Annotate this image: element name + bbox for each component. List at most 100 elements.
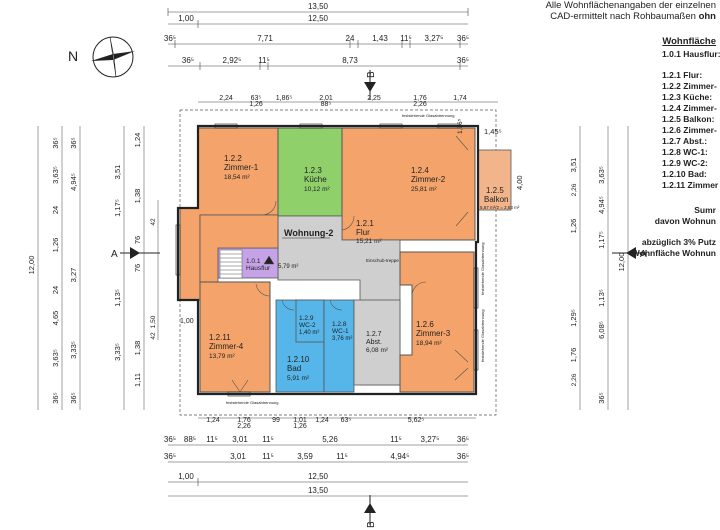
- svg-text:1.2.2: 1.2.2: [224, 154, 242, 163]
- svg-text:6,08 m²: 6,08 m²: [366, 347, 389, 354]
- svg-text:88⁵: 88⁵: [184, 435, 196, 444]
- svg-text:5,67 m²/2 = 2,83 m²: 5,67 m²/2 = 2,83 m²: [480, 205, 520, 210]
- room-labels: 1.2.2 Zimmer-1 18,54 m² 1.2.3 Küche 10,1…: [180, 113, 524, 405]
- room-wc-1: [323, 299, 355, 393]
- room-zimmer-2: [341, 127, 476, 241]
- legend-item: 1.2.1 Flur:: [662, 70, 703, 80]
- windows: [175, 123, 479, 397]
- svg-text:Zimmer-2: Zimmer-2: [411, 175, 446, 184]
- svg-text:1,45⁵: 1,45⁵: [484, 127, 502, 136]
- svg-text:1,38: 1,38: [133, 341, 142, 356]
- legend-item: 1.2.11 Zimmer: [662, 180, 719, 190]
- svg-text:1.2.9: 1.2.9: [299, 315, 314, 322]
- svg-text:12,00: 12,00: [27, 256, 36, 275]
- legend-item: 1.0.1 Hausflur:: [662, 49, 720, 59]
- svg-text:Bad: Bad: [287, 364, 301, 373]
- svg-text:5,91 m²: 5,91 m²: [287, 375, 310, 382]
- svg-text:1,50: 1,50: [150, 315, 157, 328]
- left-dimensions: 12,00 36⁵ 3,63⁵ 24 1,26 24 4,65 3,63⁵ 36…: [27, 126, 159, 410]
- svg-text:11⁵: 11⁵: [206, 435, 218, 444]
- dim-top-inner: 12,50: [308, 14, 329, 23]
- legend-item: 1.2.6 Zimmer-: [662, 125, 717, 135]
- plan-bottom-dimensions: 1,24 1,76 2,26 99 1,01 1,26 1,24 63⁵ 5,6…: [198, 417, 476, 430]
- svg-text:B: B: [366, 71, 377, 78]
- stairs: [219, 249, 275, 279]
- apartment-label: Wohnung-2: [284, 228, 333, 238]
- svg-text:3,76 m²: 3,76 m²: [332, 336, 352, 342]
- svg-text:24: 24: [51, 286, 60, 294]
- svg-text:3,51: 3,51: [569, 158, 578, 173]
- svg-text:13,79 m²: 13,79 m²: [209, 353, 235, 360]
- north-label: N: [68, 48, 78, 64]
- svg-text:36⁵: 36⁵: [164, 452, 176, 461]
- svg-text:36⁵: 36⁵: [164, 435, 176, 444]
- room-zimmer-4: [199, 281, 271, 393]
- svg-text:3,27⁵: 3,27⁵: [421, 435, 440, 444]
- svg-text:1.2.1: 1.2.1: [356, 219, 374, 228]
- dim: 1,43: [372, 34, 388, 43]
- legend-abzug: abzüglich 3% Putz: [641, 237, 716, 247]
- svg-text:1,26: 1,26: [293, 423, 307, 430]
- outer-walls: [176, 124, 480, 396]
- svg-text:A: A: [640, 249, 647, 260]
- svg-text:feststehende Glasabtrennung: feststehende Glasabtrennung: [480, 243, 485, 295]
- room-kueche: [277, 127, 343, 217]
- legend-heading: Wohnfläche: [662, 36, 716, 47]
- svg-text:2,26: 2,26: [571, 183, 578, 196]
- svg-text:99: 99: [272, 417, 280, 424]
- svg-text:3,33⁵: 3,33⁵: [113, 343, 122, 361]
- svg-text:36⁵: 36⁵: [69, 137, 78, 148]
- svg-text:1,76: 1,76: [413, 95, 427, 102]
- svg-text:Zimmer-3: Zimmer-3: [416, 329, 451, 338]
- top-dimensions: 13,50 1,00 12,50 36⁵ 7,71 24 1,43 11⁵ 3,…: [164, 2, 469, 70]
- svg-text:42: 42: [150, 218, 157, 226]
- svg-text:1,24: 1,24: [315, 417, 329, 424]
- svg-text:1.2.10: 1.2.10: [287, 355, 310, 364]
- svg-text:2,01: 2,01: [319, 95, 333, 102]
- svg-text:1,26: 1,26: [569, 219, 578, 234]
- svg-text:Flur: Flur: [356, 228, 370, 237]
- svg-text:3,63⁵: 3,63⁵: [51, 166, 60, 184]
- svg-text:2,26: 2,26: [413, 101, 427, 108]
- svg-text:4,94⁵: 4,94⁵: [69, 173, 78, 191]
- svg-text:76: 76: [133, 236, 142, 244]
- svg-text:Abst.: Abst.: [366, 339, 382, 346]
- svg-text:12,50: 12,50: [308, 472, 329, 481]
- svg-text:63⁵: 63⁵: [251, 95, 262, 102]
- dim: 36⁵: [457, 56, 469, 65]
- svg-text:3,51: 3,51: [113, 165, 122, 180]
- doors: [231, 135, 469, 393]
- svg-text:1.2.8: 1.2.8: [332, 321, 347, 328]
- section-mark-a-right: A: [612, 247, 647, 260]
- room-balkon: [477, 149, 512, 211]
- dim: 11⁵: [258, 56, 270, 65]
- svg-text:feststehende Glasabtrennung: feststehende Glasabtrennung: [480, 310, 485, 362]
- svg-text:1,17⁵: 1,17⁵: [113, 199, 122, 217]
- svg-text:1.2.3: 1.2.3: [304, 166, 322, 175]
- legend-item: 1.2.3 Küche:: [662, 92, 713, 102]
- svg-text:4,94⁵: 4,94⁵: [597, 196, 606, 214]
- svg-text:1,13⁵: 1,13⁵: [113, 289, 122, 307]
- bottom-dimensions: 36⁵ 88⁵ 11⁵ 3,01 11⁵ 5,26 11⁵ 3,27⁵ 36⁵ …: [164, 435, 469, 497]
- svg-text:3,59: 3,59: [297, 452, 313, 461]
- right-dimensions: 12,00 3,63⁵ 4,94⁵ 1,17⁵ 1,13⁵ 6,08⁵ 36⁵ …: [569, 126, 629, 410]
- dim-top-left: 1,00: [178, 14, 194, 23]
- dim-top-total: 13,50: [308, 2, 329, 11]
- area-legend: Alle Wohnflächenangaben der einzelnen CA…: [520, 0, 720, 258]
- section-mark-a-left: A: [111, 247, 160, 260]
- svg-text:10,12 m²: 10,12 m²: [304, 186, 330, 193]
- north-arrow-icon: N: [68, 36, 135, 78]
- svg-text:18,54 m²: 18,54 m²: [224, 174, 250, 181]
- svg-text:1,76: 1,76: [569, 348, 578, 363]
- dim: 11⁵: [400, 34, 412, 43]
- svg-text:2,24: 2,24: [219, 95, 233, 102]
- svg-text:2,25: 2,25: [367, 95, 381, 102]
- legend-item: 1.2.5 Balkon:: [662, 114, 715, 124]
- room-zimmer-3: [399, 251, 475, 393]
- svg-text:42: 42: [150, 332, 157, 340]
- legend-item: 1.2.10 Bad:: [662, 169, 707, 179]
- svg-text:1,00: 1,00: [180, 318, 194, 325]
- svg-text:4,65: 4,65: [51, 311, 60, 326]
- svg-text:36⁵: 36⁵: [597, 392, 606, 403]
- dim: 8,73: [342, 56, 358, 65]
